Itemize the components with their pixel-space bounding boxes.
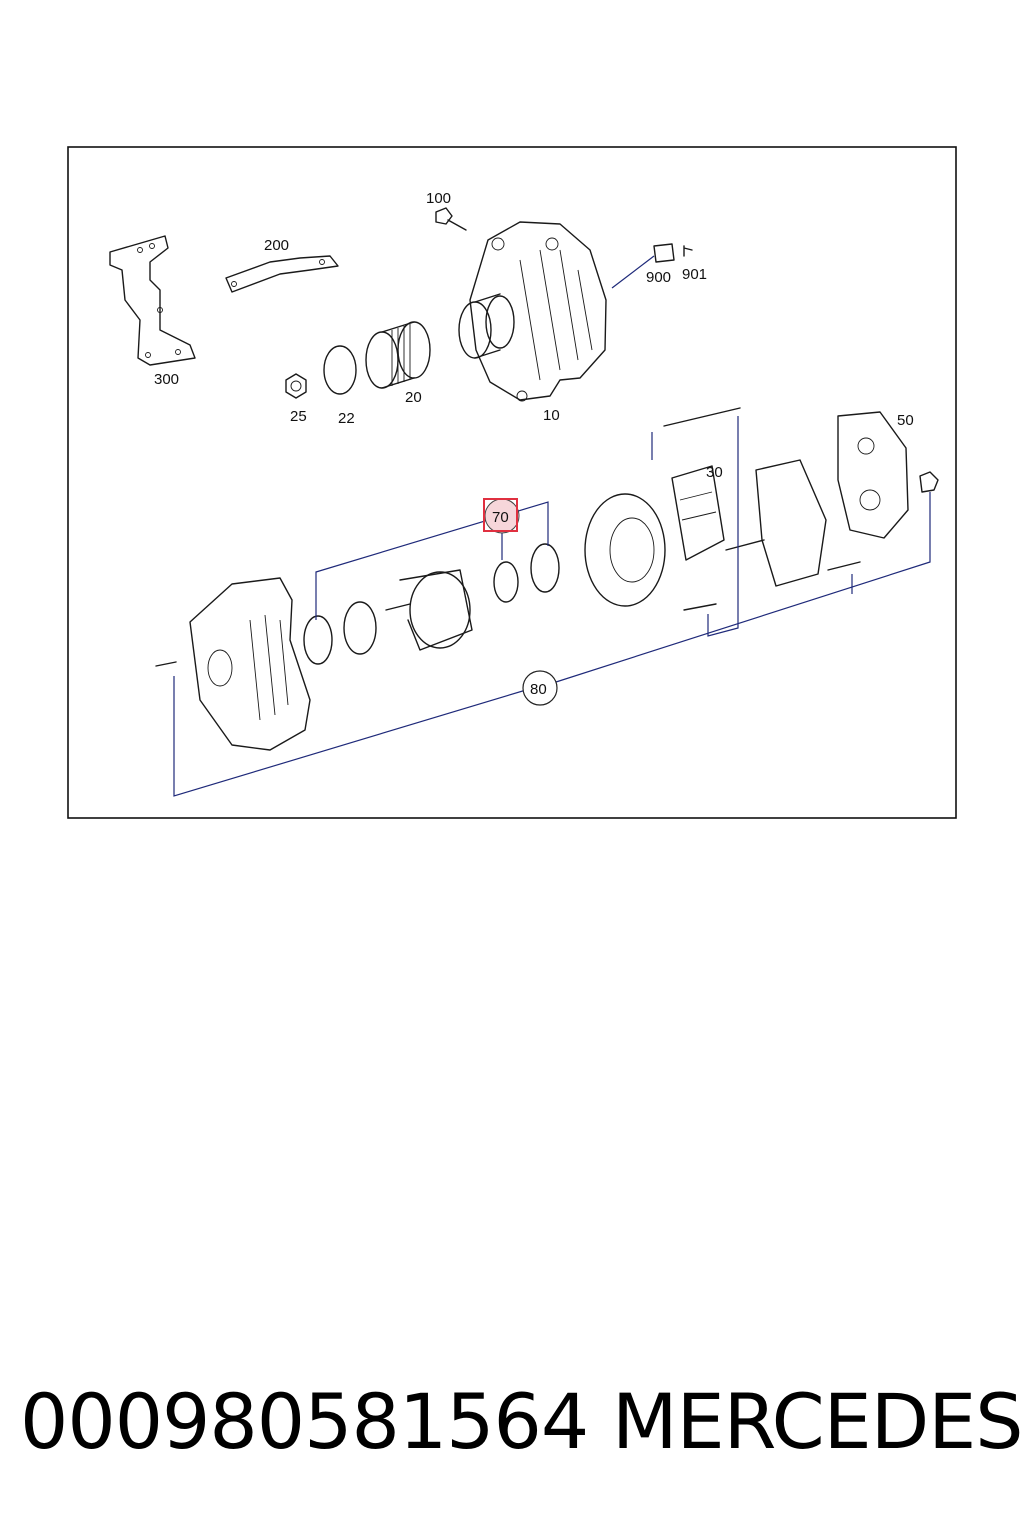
- part-number: 000980581564: [20, 1377, 589, 1466]
- callout-20: 20: [405, 389, 422, 406]
- rotor: [385, 569, 473, 651]
- long-bolt: [663, 407, 741, 427]
- bearing-70: [493, 561, 519, 603]
- bolt-right: [827, 561, 861, 571]
- connector-900-901: [611, 243, 693, 289]
- brand-name: MERCEDES: [612, 1377, 1023, 1466]
- callout-901: 901: [682, 266, 707, 283]
- leader-lines: [173, 416, 931, 797]
- callout-30: 30: [706, 464, 723, 481]
- callout-25: 25: [290, 408, 307, 425]
- callout-900: 900: [646, 269, 671, 286]
- bearing-front: [303, 615, 333, 665]
- alternator-10: [458, 221, 607, 402]
- regulator-30: [671, 465, 725, 561]
- nut-right: [919, 471, 939, 493]
- cover-50: [837, 411, 909, 539]
- bracket-300: [109, 235, 196, 366]
- callout-22: 22: [338, 410, 355, 427]
- screw-left: [155, 661, 177, 667]
- callout-300: 300: [154, 371, 179, 388]
- gasket: [343, 601, 377, 655]
- bolt-100: [435, 207, 467, 231]
- callout-50: 50: [897, 412, 914, 429]
- strap-200: [225, 255, 339, 293]
- callout-100: 100: [426, 190, 451, 207]
- callout-200: 200: [264, 237, 289, 254]
- pulley-20: [365, 321, 431, 389]
- exploded-parts-diagram: 100 200 300 25 22 20 10 900 901 30 50 70…: [67, 146, 957, 819]
- callout-80: 80: [530, 681, 547, 698]
- footer: 000980581564 MERCEDES: [0, 1372, 1024, 1482]
- diagram-frame: [67, 146, 957, 819]
- rectifier: [755, 459, 827, 587]
- callout-80-circle[interactable]: 80: [522, 670, 558, 706]
- housing-80: [189, 577, 311, 751]
- washer-22: [323, 345, 357, 395]
- callout-70: 70: [492, 509, 509, 526]
- slip-ring: [530, 543, 560, 593]
- bolt-low: [683, 603, 717, 611]
- rear-housing: [584, 493, 666, 607]
- nut-25: [285, 373, 307, 399]
- callout-70-highlight[interactable]: 70: [483, 498, 520, 534]
- bolt-mid: [725, 539, 765, 551]
- callout-10: 10: [543, 407, 560, 424]
